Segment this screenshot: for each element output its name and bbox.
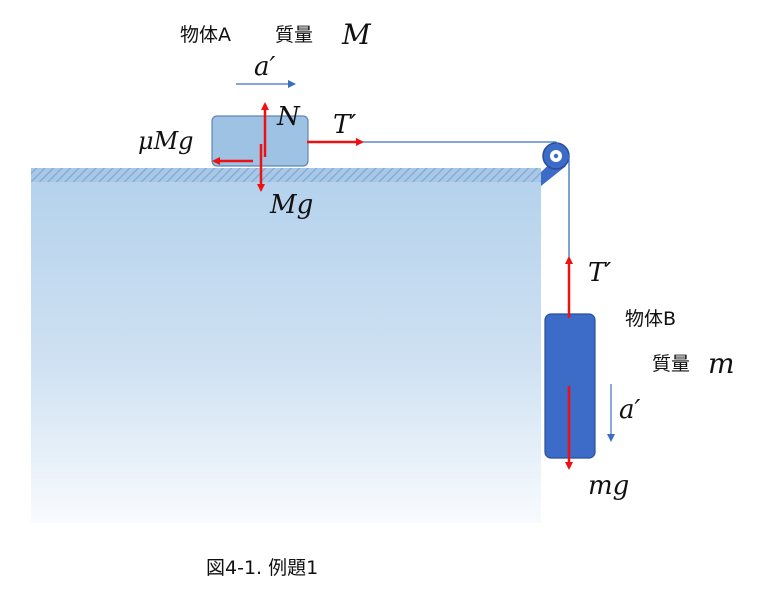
object-b-label: 物体B: [625, 308, 676, 330]
acc-a-label: a′: [254, 52, 276, 82]
weight-a-label: Mg: [269, 190, 313, 220]
table-surface-hatch: [31, 168, 541, 182]
mass-a-label: M: [341, 18, 372, 51]
tension-b-label: T′: [588, 258, 611, 288]
string: [308, 141, 570, 318]
mass-word-b-label: 質量: [652, 353, 690, 375]
object-a-label: 物体A: [180, 24, 231, 46]
table: [31, 168, 541, 523]
normal-force-label: N: [276, 102, 301, 132]
figure-caption: 図4-1. 例題1: [206, 557, 318, 579]
pulley: [541, 142, 570, 186]
acc-b-label: a′: [619, 395, 641, 425]
mass-word-a-label: 質量: [275, 24, 313, 46]
weight-b-label: mg: [588, 471, 629, 501]
tension-a-label: T′: [333, 110, 356, 140]
mass-b-label: m: [708, 347, 735, 380]
friction-label: μMg: [138, 127, 194, 155]
